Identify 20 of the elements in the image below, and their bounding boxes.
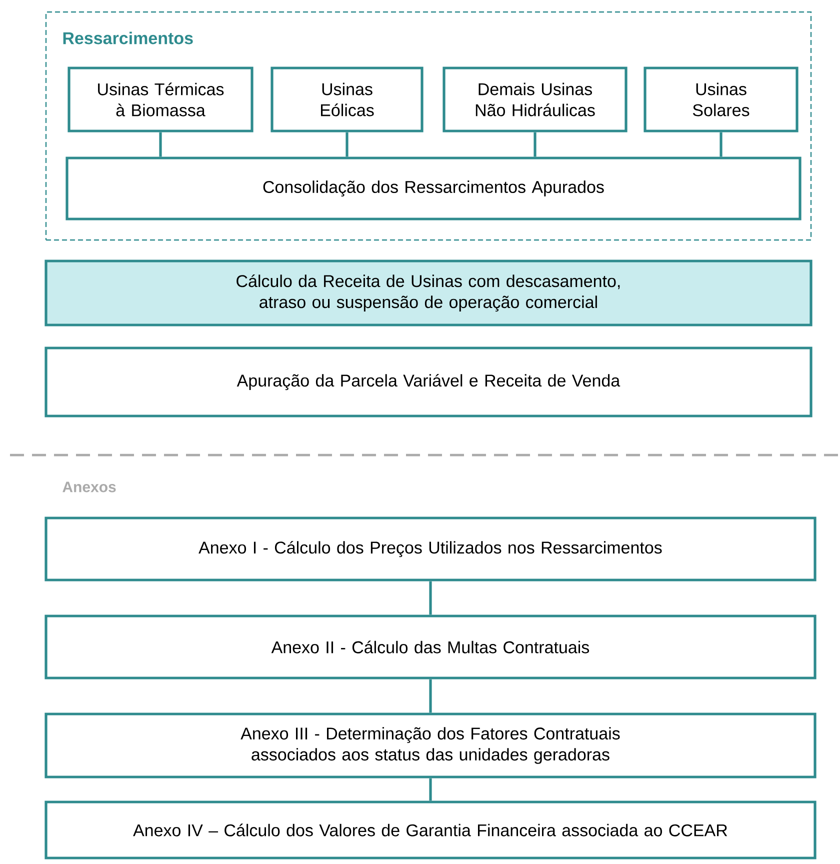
process-box: Usinas Eólicas bbox=[270, 66, 424, 132]
connector-line bbox=[346, 132, 348, 157]
connector-line bbox=[429, 581, 432, 615]
connector-line bbox=[534, 132, 536, 157]
process-box: Cálculo da Receita de Usinas com descasamento, atraso ou suspensão de operação comercial bbox=[44, 260, 812, 326]
process-box: Usinas Térmicas à Biomassa bbox=[68, 66, 254, 132]
connector-line bbox=[429, 679, 432, 713]
process-box: Consolidação dos Ressarcimentos Apurados bbox=[66, 156, 802, 220]
connector-line bbox=[429, 778, 432, 801]
process-box: Anexo III - Determinação dos Fatores Contratuais associados aos status das unidades geradoras bbox=[44, 712, 816, 778]
process-box: Apuração da Parcela Variável e Receita de Venda bbox=[44, 346, 812, 418]
process-box: Anexo I - Cálculo dos Preços Utilizados nos Ressarcimentos bbox=[44, 516, 816, 582]
process-box: Usinas Solares bbox=[644, 66, 798, 132]
connector-line bbox=[159, 132, 162, 157]
process-box: Anexo II - Cálculo das Multas Contratuais bbox=[44, 614, 816, 680]
process-box: Anexo IV – Cálculo dos Valores de Garantia Financeira associada ao CCEAR bbox=[44, 800, 816, 860]
connector-line bbox=[720, 132, 722, 157]
process-box: Demais Usinas Não Hidráulicas bbox=[442, 66, 628, 132]
group-title: Ressarcimentos bbox=[63, 32, 193, 44]
section-label: Anexos bbox=[62, 482, 116, 492]
